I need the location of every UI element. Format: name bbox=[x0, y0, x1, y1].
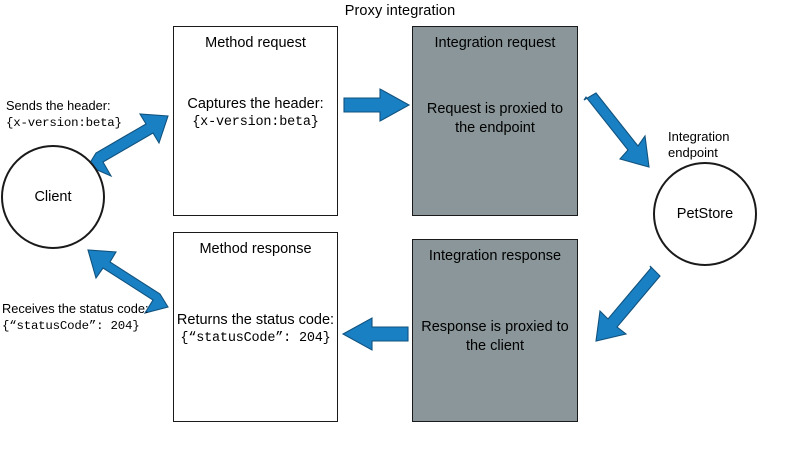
arrow-endpoint-to-integration-response bbox=[595, 265, 661, 342]
box-integration-response[interactable]: Integration response Response is proxied… bbox=[412, 239, 578, 422]
box-integration-request-body: Request is proxied to the endpoint bbox=[413, 100, 577, 137]
client-response-note-line2: {“statusCode”: 204} bbox=[2, 318, 140, 333]
box-method-request[interactable]: Method request Captures the header: {x-v… bbox=[173, 26, 338, 216]
client-response-note: Receives the status code: {“statusCode”:… bbox=[2, 301, 149, 334]
box-method-request-title: Method request bbox=[205, 35, 306, 51]
integration-endpoint-caption: Integration endpoint bbox=[668, 129, 729, 162]
client-label: Client bbox=[34, 189, 72, 205]
box-method-response-title: Method response bbox=[199, 241, 312, 257]
box-integration-request-body-line2: the endpoint bbox=[455, 119, 535, 136]
client-response-note-line1: Receives the status code: bbox=[2, 301, 149, 316]
box-method-request-body-line2: {x-version:beta} bbox=[192, 114, 319, 130]
box-integration-response-body-line2: the client bbox=[465, 337, 525, 354]
integration-endpoint-label: PetStore bbox=[676, 206, 734, 222]
client-request-note-line1: Sends the header: bbox=[6, 98, 111, 113]
box-method-request-body-line1: Captures the header: bbox=[187, 96, 324, 112]
box-integration-response-body-line1: Response is proxied to bbox=[421, 319, 569, 335]
box-method-response[interactable]: Method response Returns the status code:… bbox=[173, 232, 338, 422]
integration-endpoint-caption-line2: endpoint bbox=[668, 145, 718, 161]
box-integration-response-body: Response is proxied to the client bbox=[413, 318, 577, 355]
client-request-note-line2: {x-version:beta} bbox=[6, 115, 122, 130]
arrow-method-request-to-integration-request bbox=[343, 88, 411, 122]
box-integration-request[interactable]: Integration request Request is proxied t… bbox=[412, 26, 578, 216]
arrow-integration-response-to-method-response bbox=[341, 317, 409, 351]
arrow-integration-request-to-endpoint bbox=[583, 92, 650, 168]
client-request-note: Sends the header: {x-version:beta} bbox=[6, 98, 122, 131]
page-title: Proxy integration bbox=[344, 3, 456, 19]
box-method-response-body-line1: Returns the status code: bbox=[176, 312, 335, 328]
integration-endpoint-node[interactable]: PetStore bbox=[653, 162, 757, 266]
box-method-response-body: Returns the status code: {“statusCode”: … bbox=[174, 311, 337, 347]
client-node[interactable]: Client bbox=[1, 145, 105, 249]
box-integration-request-body-line1: Request is proxied to bbox=[426, 101, 564, 117]
integration-endpoint-caption-line1: Integration bbox=[668, 129, 730, 144]
box-integration-request-title: Integration request bbox=[434, 35, 556, 51]
box-method-response-body-line2: {“statusCode”: 204} bbox=[180, 330, 331, 346]
box-integration-response-title: Integration response bbox=[428, 248, 562, 264]
box-method-request-body: Captures the header: {x-version:beta} bbox=[174, 95, 337, 131]
